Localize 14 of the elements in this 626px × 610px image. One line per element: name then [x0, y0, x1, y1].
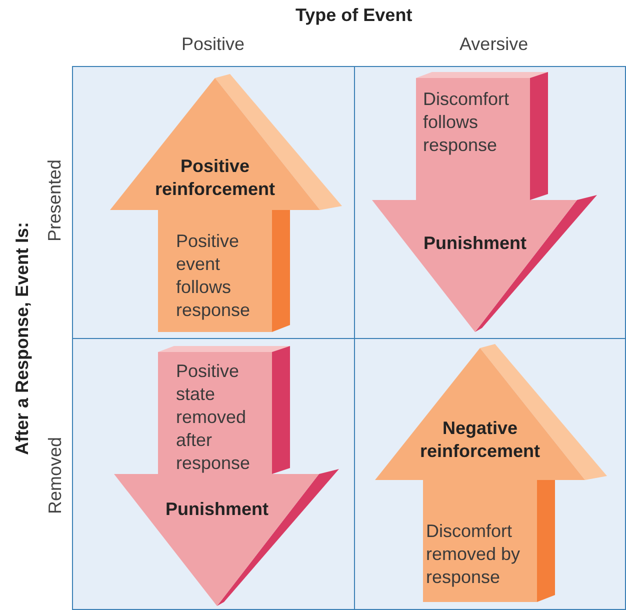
row-header: Removed [44, 436, 66, 514]
column-title: Type of Event [296, 4, 412, 27]
arrow-heading: Positive reinforcement [154, 155, 276, 201]
arrow-text: Positive state removed after response [176, 360, 252, 475]
row-header: Presented [44, 158, 66, 242]
column-header: Positive [182, 33, 245, 56]
arrow-text: Positive event follows response [176, 230, 252, 322]
arrow-heading: Punishment [164, 498, 270, 521]
arrow-heading: Negative reinforcement [418, 417, 542, 463]
arrow-heading: Punishment [422, 232, 528, 255]
column-header: Aversive [460, 33, 528, 56]
row-title: After a Response, Event Is: [10, 221, 33, 455]
arrow-text: Discomfort follows response [423, 88, 510, 157]
arrow-text: Discomfort removed by response [426, 520, 522, 589]
